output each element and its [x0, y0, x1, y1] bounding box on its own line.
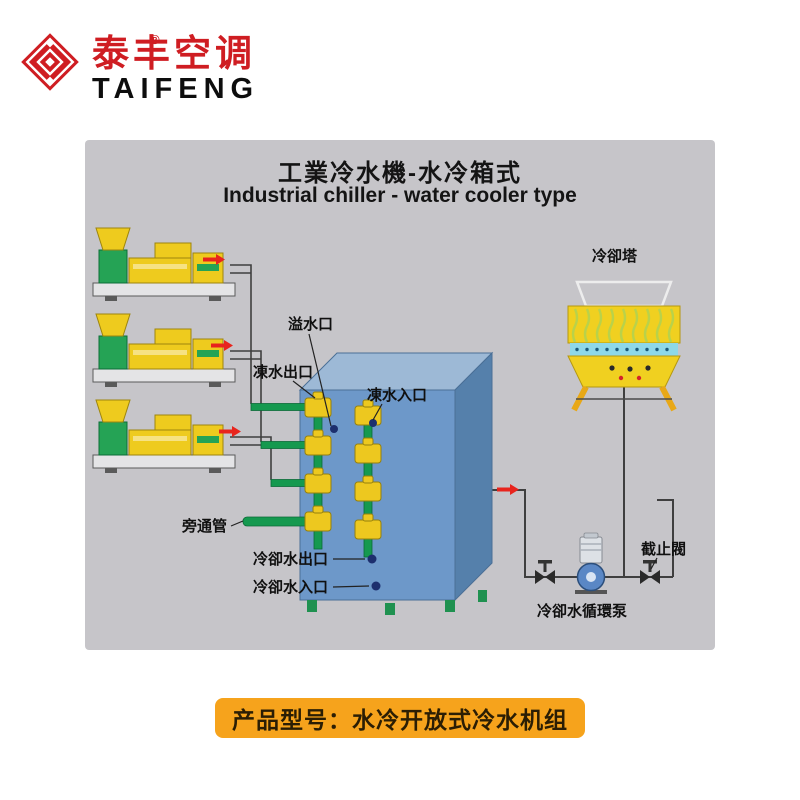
brand-text: 泰丰空调 TAIFENG ® [92, 32, 259, 104]
diagram-panel: 工業冷水機-水冷箱式 Industrial chiller - water co… [85, 140, 715, 650]
brand-header: 泰丰空调 TAIFENG ® [20, 32, 259, 104]
port-markers [330, 419, 381, 591]
diagram-title-english: Industrial chiller - water cooler type [223, 184, 577, 207]
stop-valve-icon [535, 560, 555, 584]
product-model-banner: 产品型号：水冷开放式冷水机组 [215, 698, 585, 738]
bypass-pipe-label: 旁通管 [181, 517, 227, 535]
brand-name-english: TAIFENG [92, 73, 260, 105]
cooling-water-outlet-label: 冷卻水出口 [253, 550, 328, 568]
stop-valve-label: 截止閥 [641, 540, 686, 558]
chilled-water-outlet-label: 凍水出口 [253, 363, 313, 381]
diagram-labels: 冷卻塔 溢水口 凍水出口 凍水入口 旁通管 冷卻水出口 冷卻水入口 截止閥 冷卻… [181, 247, 686, 620]
product-model-text: 产品型号：水冷开放式冷水机组 [232, 707, 568, 733]
diagram-title-chinese: 工業冷水機-水冷箱式 [278, 160, 522, 187]
cooling-water-pump-label: 冷卻水循環泵 [537, 602, 627, 620]
cooling-tower [567, 280, 681, 412]
cooling-water-inlet-label: 冷卻水入口 [253, 578, 328, 596]
valve-manifold [242, 391, 382, 558]
registered-trademark: ® [150, 32, 160, 47]
taifeng-logo-icon [21, 33, 79, 91]
machine-2 [92, 313, 236, 388]
stop-valve-right [640, 560, 660, 584]
chiller-system-diagram: 冷卻塔 溢水口 凍水出口 凍水入口 旁通管 冷卻水出口 冷卻水入口 截止閥 冷卻… [92, 227, 686, 620]
cooling-water-pump [575, 532, 607, 594]
brand-name-chinese: 泰丰空调 [92, 33, 256, 74]
overflow-port-label: 溢水口 [288, 315, 333, 333]
machine-1 [92, 227, 236, 302]
chilled-water-inlet-label: 凍水入口 [367, 386, 427, 404]
stop-valve-icon [640, 560, 660, 584]
cooling-tower-label: 冷卻塔 [592, 247, 638, 265]
machine-3 [92, 399, 236, 474]
flow-arrow-icon [497, 484, 519, 495]
stop-valve-left [535, 560, 555, 584]
